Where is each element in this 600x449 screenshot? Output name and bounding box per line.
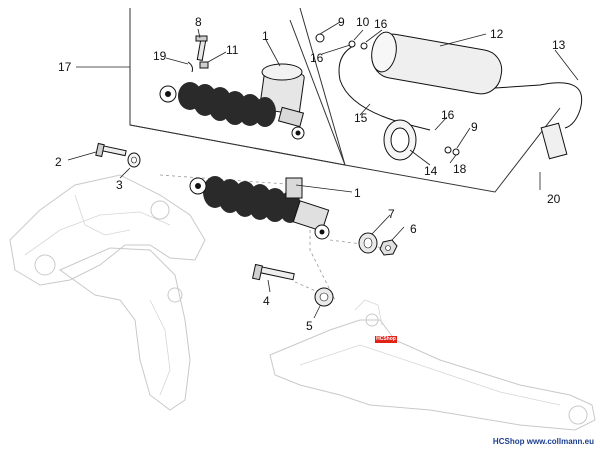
callout-1-mid: 1 — [354, 186, 361, 200]
leader-lines — [67, 21, 579, 319]
callout-6: 6 — [410, 222, 417, 236]
callout-9-top: 9 — [338, 15, 345, 29]
callout-4: 4 — [263, 294, 270, 308]
callout-15: 15 — [354, 111, 368, 125]
callout-9-right: 9 — [471, 120, 478, 134]
callout-5: 5 — [306, 319, 313, 333]
shock-absorber-detail — [159, 63, 305, 140]
callout-17: 17 — [58, 60, 72, 74]
bolt-and-clips — [187, 35, 209, 73]
swingarm-ghost — [269, 299, 596, 431]
footer-credit: HCShop www.collmann.eu — [493, 437, 594, 446]
callout-19: 19 — [153, 49, 167, 63]
chassis-frame-ghost — [9, 174, 206, 411]
callout-2: 2 — [55, 155, 62, 169]
callout-labels: 1 8 11 19 17 9 10 16 16 12 13 15 16 9 18… — [55, 15, 566, 333]
callout-14: 14 — [424, 164, 438, 178]
callout-3: 3 — [116, 178, 123, 192]
callout-1-top: 1 — [262, 29, 269, 43]
callout-7: 7 — [388, 207, 395, 221]
bushing-7-nut-6 — [358, 232, 398, 256]
shock-absorber-main — [189, 176, 330, 240]
bolt-4-bushing-5 — [252, 263, 334, 307]
hcshop-badge: HCShop — [375, 336, 397, 343]
callout-11: 11 — [226, 43, 239, 57]
callout-16-left: 16 — [310, 51, 324, 65]
footer-brand: HCShop — [492, 437, 525, 446]
callout-20: 20 — [547, 192, 561, 206]
callout-8: 8 — [195, 15, 202, 29]
reservoir-assembly — [315, 31, 582, 161]
callout-10: 10 — [356, 15, 370, 29]
detail-box-outline — [129, 7, 561, 193]
footer-url[interactable]: www.collmann.eu — [526, 437, 594, 446]
callout-18: 18 — [453, 162, 467, 176]
callout-13: 13 — [552, 38, 566, 52]
callout-16-top: 16 — [374, 17, 388, 31]
callout-12: 12 — [490, 27, 504, 41]
bolt-2-and-washer-3 — [95, 142, 141, 168]
callout-16-right: 16 — [441, 108, 455, 122]
